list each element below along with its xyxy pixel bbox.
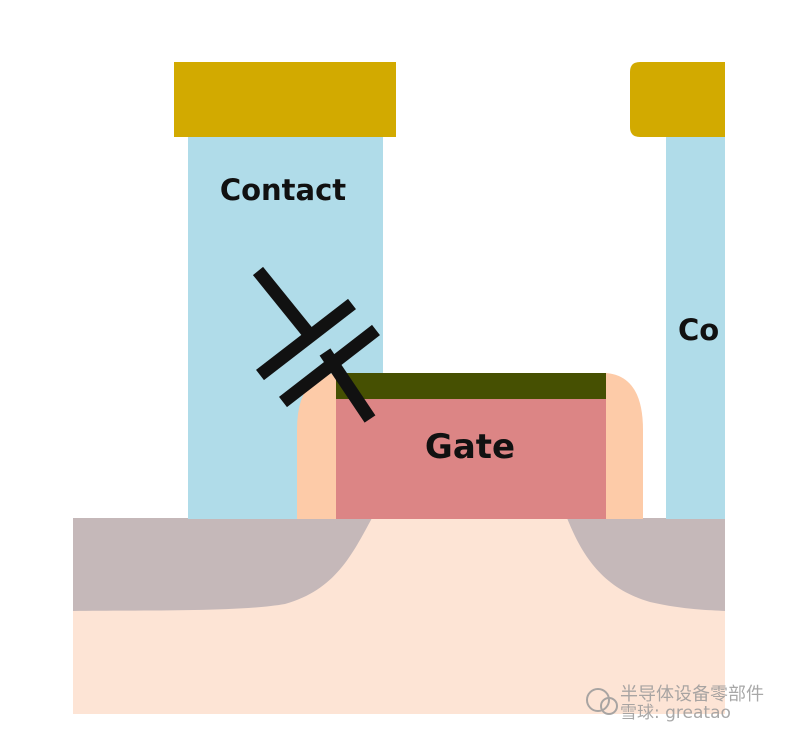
contact-left-cap	[174, 62, 396, 137]
gate-spacer-right	[606, 373, 643, 519]
gate-spacer-left	[297, 373, 336, 519]
contact-right-label: Co	[678, 313, 719, 347]
watermark-line-2: 雪球: greatao	[620, 703, 731, 723]
capacitor-plate-2	[319, 348, 376, 423]
contact-right-cap	[630, 62, 725, 137]
wechat-logo-icon	[586, 688, 618, 715]
capacitor-lead-upper	[256, 298, 356, 381]
watermark: 半导体设备零部件 雪球: greatao	[586, 684, 764, 723]
contact-right-body	[666, 136, 725, 519]
gate-top-layer	[336, 373, 606, 399]
capacitor-plate-1	[252, 266, 319, 344]
gate-body	[336, 398, 606, 519]
source-region-left	[73, 518, 372, 611]
watermark-line-1: 半导体设备零部件	[620, 684, 764, 705]
parasitic-capacitor-symbol	[252, 266, 380, 423]
drain-region-right	[567, 518, 725, 611]
gate-label: Gate	[425, 427, 515, 467]
contact-left-label: Contact	[220, 173, 346, 207]
